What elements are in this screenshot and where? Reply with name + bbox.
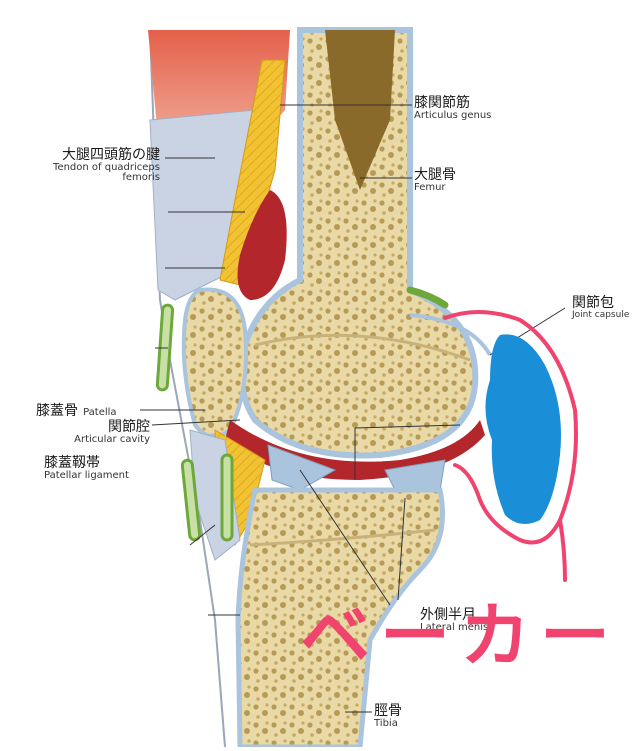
femur-growth-line [254,333,471,362]
femur-medullary-cavity [325,30,395,190]
label-patellar-ligament: 膝蓋靱帯 Patellar ligament [44,456,129,481]
label-lateral-meniscus: 外側半月 Lateral menis [420,608,488,633]
label-patella-jp: 膝蓋骨 [36,403,78,419]
label-femur-en: Femur [414,181,446,193]
ligament-strip-posterior [406,286,449,309]
label-joint-capsule-en: Joint capsule [572,309,630,320]
label-articulus-genus: 膝関節筋 Articulus genus [414,96,491,121]
label-quadriceps-tendon-en-2: femoris [122,172,160,184]
skin-outline [149,29,226,748]
label-quadriceps-tendon: 大腿四頭筋の腱 Tendon of quadriceps femoris [53,148,160,184]
cyst-outline-annotation [443,309,578,582]
label-quadriceps-tendon-en-1: Tendon of quadriceps [53,161,160,173]
label-lateral-meniscus-jp: 外側半月 [420,607,476,623]
label-lateral-meniscus-en: Lateral menis [420,621,489,633]
label-joint-capsule-jp: 関節包 [572,295,614,311]
ligament-strip-upper-left [155,303,175,392]
label-articular-cavity-jp: 関節腔 [108,419,150,435]
ligament-strip-lower-left-2 [220,453,234,542]
label-patellar-ligament-jp: 膝蓋靱帯 [44,455,100,471]
ligament-strip-lower-left-1 [180,458,202,542]
suprapatellar-bursa [237,190,287,300]
label-tibia-en: Tibia [374,717,398,729]
label-quadriceps-tendon-jp: 大腿四頭筋の腱 [62,147,160,163]
label-patellar-ligament-en: Patellar ligament [44,469,129,481]
label-femur: 大腿骨 Femur [414,168,456,193]
label-articulus-genus-en: Articulus genus [414,109,492,121]
label-articular-cavity: 関節腔 Articular cavity [74,420,150,445]
patella-bone [181,287,248,439]
label-articulus-genus-jp: 膝関節筋 [414,95,470,111]
label-patella: 膝蓋骨 Patella [36,402,117,419]
tibia-growth-line [249,528,436,547]
handwritten-annotation: ベーカー [300,595,620,677]
bakers-cyst [485,334,561,524]
label-patella-en: Patella [83,407,117,418]
tibia-bone [235,487,445,750]
label-articular-cavity-en: Articular cavity [74,433,150,445]
label-femur-jp: 大腿骨 [414,167,456,183]
label-joint-capsule: 関節包 Joint capsule [572,296,629,320]
label-tibia-jp: 脛骨 [374,703,402,719]
joint-capsule-line [409,313,492,357]
label-tibia: 脛骨 Tibia [374,704,402,729]
